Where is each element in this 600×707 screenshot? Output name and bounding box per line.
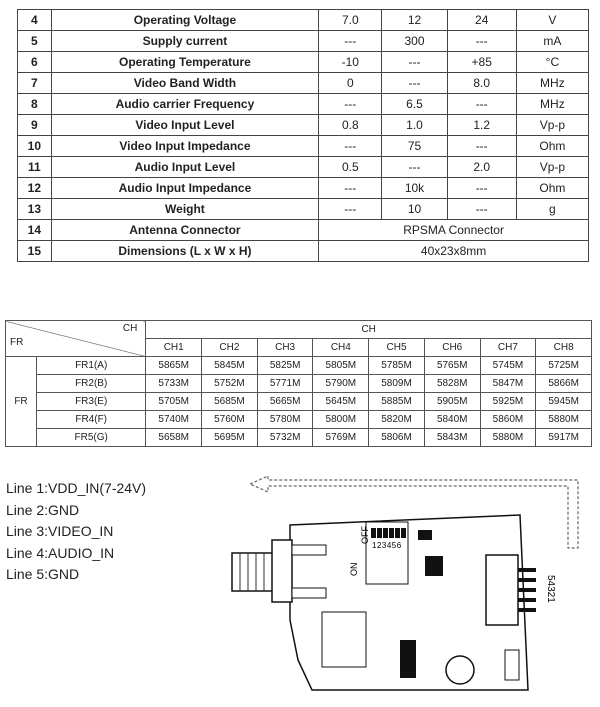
sma-connector xyxy=(231,539,327,603)
fr-label: FR xyxy=(5,356,37,447)
spec-typ: --- xyxy=(381,156,448,178)
arrow-outline xyxy=(248,475,579,549)
pin-line: Line 3:VIDEO_IN xyxy=(6,523,114,539)
spec-param: Video Input Impedance xyxy=(50,135,320,157)
frequency-cell: 5806M xyxy=(368,428,425,447)
corner-cell: CH FR xyxy=(4,320,147,357)
spec-min: -10 xyxy=(318,51,383,73)
spec-unit: °C xyxy=(515,51,590,73)
spec-max: --- xyxy=(446,93,517,115)
pin-line: Line 2:GND xyxy=(6,501,80,518)
components xyxy=(321,530,536,685)
spec-param: Dimensions (L x W x H) xyxy=(50,240,320,262)
spec-unit: Ohm xyxy=(515,135,590,157)
dip-numbers: 123456 xyxy=(372,541,402,550)
frequency-cell: 5732M xyxy=(256,428,314,447)
spec-typ: 1.0 xyxy=(381,114,448,136)
corner-ch-label: CH xyxy=(122,323,138,334)
spec-unit: g xyxy=(515,198,590,220)
spec-param: Audio Input Impedance xyxy=(50,177,320,199)
dip-off-label: OFF xyxy=(360,526,370,544)
spec-max: --- xyxy=(446,135,517,157)
corner-fr-label: FR xyxy=(10,337,24,348)
pin-line: Line 1:VDD_IN(7-24V) xyxy=(6,480,147,496)
band-label: FR5(G) xyxy=(35,428,147,447)
pin-line: Line 4:AUDIO_IN xyxy=(6,544,115,561)
pin-line: Line 5:GND xyxy=(6,566,80,582)
spec-min: 0.8 xyxy=(318,114,383,136)
dip-switch: OFF ON 123456 xyxy=(349,521,409,585)
spec-min: --- xyxy=(318,30,383,52)
spec-value: RPSMA Connector xyxy=(318,219,589,241)
spec-min: --- xyxy=(318,135,383,157)
dip-on-label: ON xyxy=(349,563,359,577)
spec-value: 40x23x8mm xyxy=(318,240,589,262)
frequency-cell: 5917M xyxy=(535,428,592,447)
pinout-legend: Line 1:VDD_IN(7-24V) Line 2:GND Line 3:V… xyxy=(6,478,146,586)
pin-numbers: 54321 xyxy=(545,575,556,603)
